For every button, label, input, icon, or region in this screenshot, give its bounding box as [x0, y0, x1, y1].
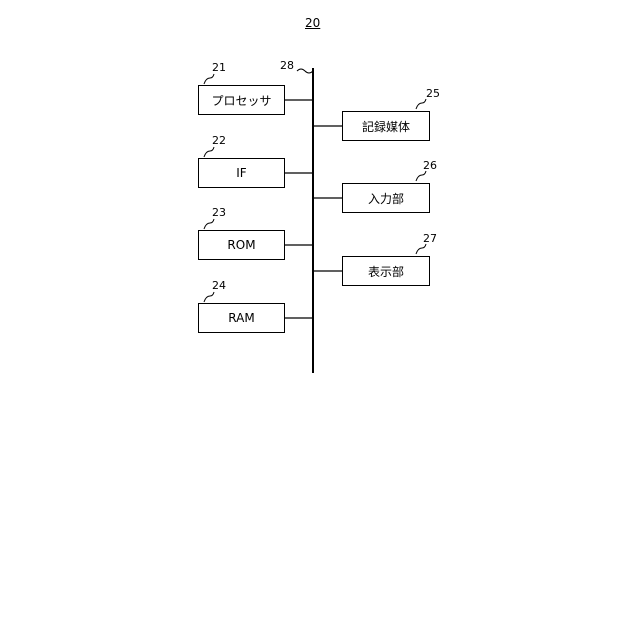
processor-label: プロセッサ: [211, 92, 271, 109]
leader-21: [204, 74, 214, 84]
bus-leader-line: [297, 69, 313, 73]
storage-medium-block: 記録媒体: [342, 111, 430, 141]
if-block: IF: [198, 158, 285, 188]
if-label: IF: [236, 166, 246, 180]
input-unit-label: 入力部: [368, 190, 404, 207]
ref-storage: 25: [426, 88, 440, 99]
display-unit-block: 表示部: [342, 256, 430, 286]
figure-title-ref: 20: [305, 17, 320, 29]
display-unit-label: 表示部: [368, 263, 404, 280]
ref-ram: 24: [212, 280, 226, 291]
leader-26: [416, 171, 426, 181]
rom-label: ROM: [227, 238, 255, 252]
leader-25: [416, 99, 426, 109]
input-unit-block: 入力部: [342, 183, 430, 213]
storage-medium-label: 記録媒体: [362, 118, 410, 135]
bus-ref: 28: [280, 60, 294, 71]
processor-block: プロセッサ: [198, 85, 285, 115]
leader-27: [416, 244, 426, 254]
leader-23: [204, 219, 214, 229]
ram-block: RAM: [198, 303, 285, 333]
ref-if: 22: [212, 135, 226, 146]
ram-label: RAM: [228, 311, 254, 325]
ref-input: 26: [423, 160, 437, 171]
leader-24: [204, 292, 214, 302]
ref-display: 27: [423, 233, 437, 244]
rom-block: ROM: [198, 230, 285, 260]
leader-22: [204, 147, 214, 157]
ref-rom: 23: [212, 207, 226, 218]
ref-processor: 21: [212, 62, 226, 73]
